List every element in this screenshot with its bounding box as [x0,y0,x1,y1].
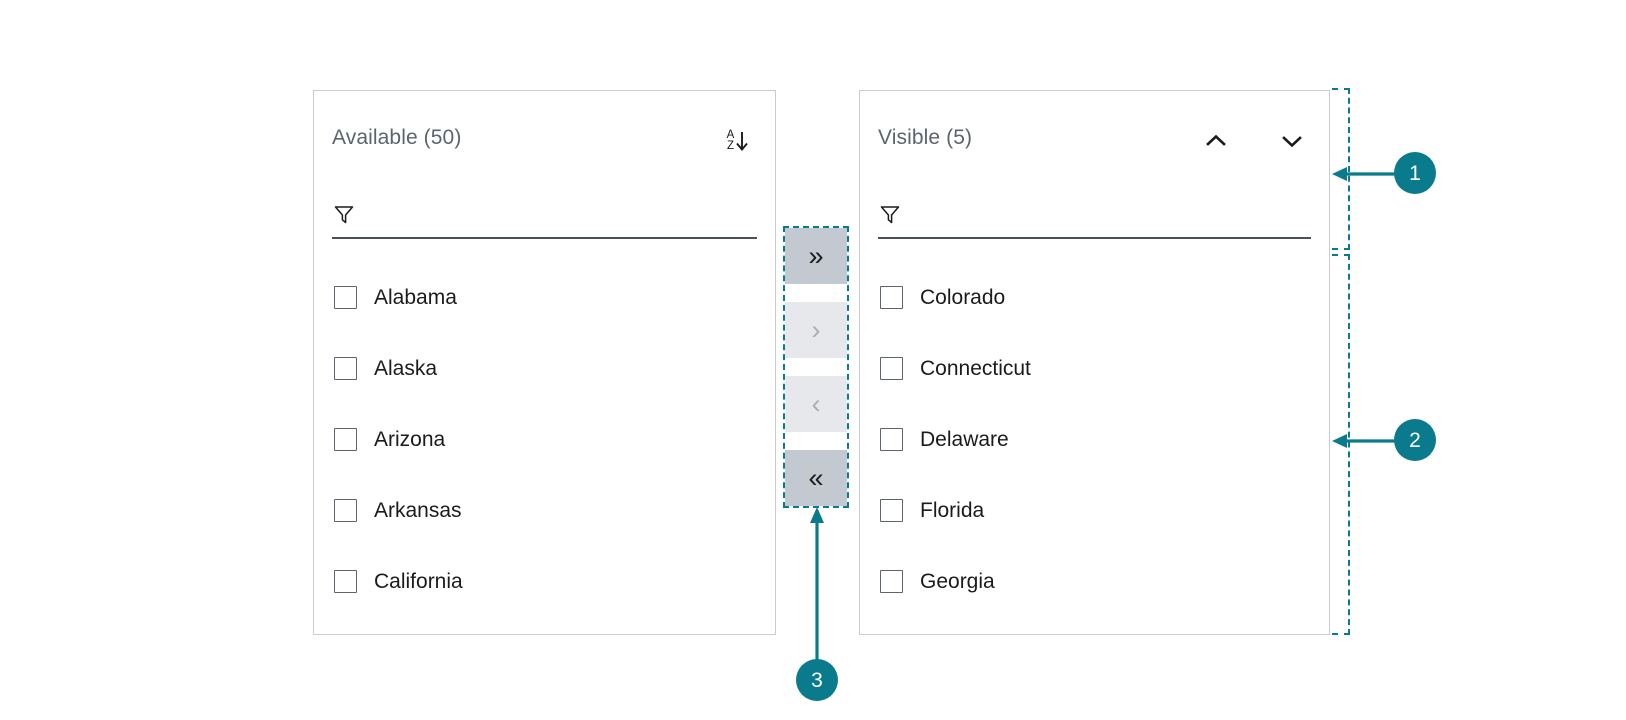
checkbox-icon[interactable] [880,286,903,309]
list-item-label: Arizona [374,427,446,451]
checkbox-icon[interactable] [880,428,903,451]
sort-az-descending-icon[interactable]: A Z [723,126,753,156]
available-filter-row[interactable] [332,191,757,239]
visible-panel-title: Visible (5) [878,126,973,149]
visible-header-actions [1201,126,1307,156]
list-item-label: Delaware [920,427,1009,451]
annotation-connector-2 [1332,434,1398,448]
checkbox-icon[interactable] [880,499,903,522]
checkbox-icon[interactable] [334,499,357,522]
checkbox-icon[interactable] [334,286,357,309]
list-item-label: Colorado [920,285,1006,309]
list-item[interactable]: Delaware [860,404,1329,475]
annotation-region-2 [1332,254,1350,635]
annotation-connector-1 [1332,167,1398,181]
annotation-badge-3: 3 [796,659,838,701]
list-item[interactable]: California [314,546,775,617]
list-item[interactable]: Georgia [860,546,1329,617]
move-selected-left-button: ‹ [785,376,847,432]
available-panel-title: Available (50) [332,126,462,149]
list-item-label: California [374,569,463,593]
move-all-right-button[interactable]: » [785,228,847,284]
arrow-down-icon [736,132,749,151]
list-item[interactable]: Alabama [314,262,775,333]
list-item[interactable]: Arizona [314,404,775,475]
list-item[interactable]: Colorado [860,262,1329,333]
list-item-label: Alaska [374,356,438,380]
checkbox-icon[interactable] [334,357,357,380]
visible-panel-header: Visible (5) [860,91,1329,191]
sort-letter-bottom: Z [726,140,734,152]
checkbox-icon[interactable] [880,570,903,593]
filter-funnel-icon [334,206,354,224]
filter-funnel-icon [880,206,900,224]
available-header-actions: A Z [723,126,753,156]
visible-filter-row[interactable] [878,191,1311,239]
move-all-left-button[interactable]: « [785,450,847,506]
available-filter-input[interactable] [370,198,757,230]
annotation-connector-3 [810,507,824,667]
chevron-up-icon[interactable] [1201,126,1231,156]
list-item[interactable]: Connecticut [860,333,1329,404]
checkbox-icon[interactable] [880,357,903,380]
visible-filter-input[interactable] [916,198,1311,230]
list-item-label: Florida [920,498,985,522]
sort-letter-top: A [726,128,735,141]
annotation-region-1 [1332,88,1350,250]
list-item[interactable]: Alaska [314,333,775,404]
list-item-label: Connecticut [920,356,1031,380]
available-panel-header: Available (50) A Z [314,91,775,191]
checkbox-icon[interactable] [334,570,357,593]
list-item-label: Alabama [374,285,457,309]
checkbox-icon[interactable] [334,428,357,451]
annotation-badge-2: 2 [1394,419,1436,461]
move-selected-right-button: › [785,302,847,358]
chevron-down-icon[interactable] [1277,126,1307,156]
list-item-label: Arkansas [374,498,462,522]
transfer-buttons-group: » › ‹ « [785,228,847,506]
annotation-badge-1: 1 [1394,152,1436,194]
list-item[interactable]: Florida [860,475,1329,546]
list-item[interactable]: Arkansas [314,475,775,546]
list-item-label: Georgia [920,569,995,593]
